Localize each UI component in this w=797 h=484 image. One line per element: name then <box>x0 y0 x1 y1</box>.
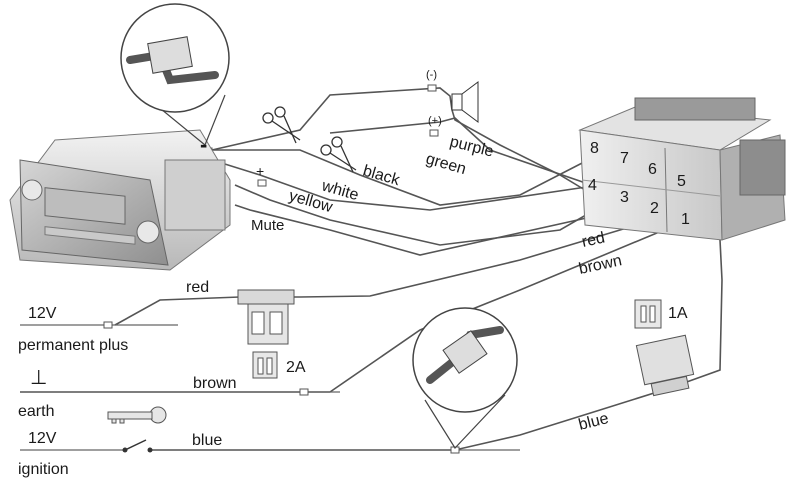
wire-label-green: green <box>424 151 468 179</box>
mute-wire <box>234 204 601 256</box>
pin-label-1: 1 <box>681 211 690 228</box>
speaker-pos-mark: (+) <box>428 115 442 127</box>
magnifier-bottom <box>412 307 518 449</box>
splice-speaker-neg <box>427 84 437 92</box>
wire-label-brown-left: brown <box>193 375 237 392</box>
pin-label-8: 8 <box>590 140 599 157</box>
purple-wire <box>211 87 586 191</box>
splice-permanent <box>103 321 113 329</box>
fuse-2a-label: 2A <box>286 359 306 376</box>
permanent-voltage-label: 12V <box>28 305 57 322</box>
connector-row-divider <box>581 179 721 197</box>
green-wire <box>329 117 601 189</box>
splice-earth <box>299 388 309 396</box>
scissors-icon <box>320 136 357 173</box>
fuse-2a-icon <box>252 351 278 379</box>
plus-mark: + <box>256 163 264 179</box>
ignition-switch-b <box>147 447 153 453</box>
main-fuse-holder <box>237 289 295 345</box>
yellow-wire <box>234 184 613 246</box>
earth-label: earth <box>18 403 54 420</box>
iso-connector <box>578 97 786 241</box>
pin-label-4: 4 <box>588 177 597 194</box>
fuse-1a-label: 1A <box>668 305 688 322</box>
pin-label-6: 6 <box>648 161 657 178</box>
earth-symbol: ⊥ <box>30 367 47 389</box>
ignition-voltage-label: 12V <box>28 430 57 447</box>
speaker-cone <box>461 81 479 123</box>
speaker-magnet <box>451 93 463 111</box>
speaker <box>451 81 479 123</box>
pin-label-3: 3 <box>620 189 629 206</box>
radio-cage <box>164 159 226 231</box>
pin-label-7: 7 <box>620 150 629 167</box>
ignition-switch-lever <box>124 439 147 451</box>
wire-label-blue-right: blue <box>577 410 611 434</box>
pin-label-5: 5 <box>677 173 686 190</box>
wire-label-red-connector: red <box>580 229 606 250</box>
connector-plug-side <box>739 139 786 196</box>
radio-display <box>44 187 126 225</box>
speaker-neg-mark: (-) <box>426 69 437 81</box>
wire-label-blue-bottom: blue <box>192 432 222 449</box>
fuse-1a-icon <box>634 299 662 329</box>
mute-label: Mute <box>251 217 284 234</box>
wire-label-purple: purple <box>448 133 495 160</box>
red-wire <box>114 217 661 326</box>
radio-buttons-row <box>44 226 136 245</box>
radio-right-knob <box>136 220 160 244</box>
ignition-label: ignition <box>18 461 69 478</box>
black-wire <box>212 149 589 206</box>
splice-plus <box>257 179 267 187</box>
radio-left-knob <box>21 179 43 201</box>
connector-plug-top <box>634 97 756 121</box>
ignition-key-icon <box>107 406 167 424</box>
splice-speaker-pos <box>429 129 439 137</box>
ignition-fuse-holder <box>635 334 695 397</box>
wire-label-red-left: red <box>186 279 209 296</box>
pin-label-2: 2 <box>650 200 659 217</box>
permanent-plus-label: permanent plus <box>18 337 128 354</box>
wire-label-black: black <box>361 163 403 190</box>
wire-label-brown-connector: brown <box>577 252 623 278</box>
radio-head-unit <box>9 129 231 271</box>
scissors-icon <box>262 106 301 144</box>
magnifier-top <box>120 3 230 146</box>
white-wire <box>211 159 601 211</box>
minus-mark: - <box>200 132 207 157</box>
